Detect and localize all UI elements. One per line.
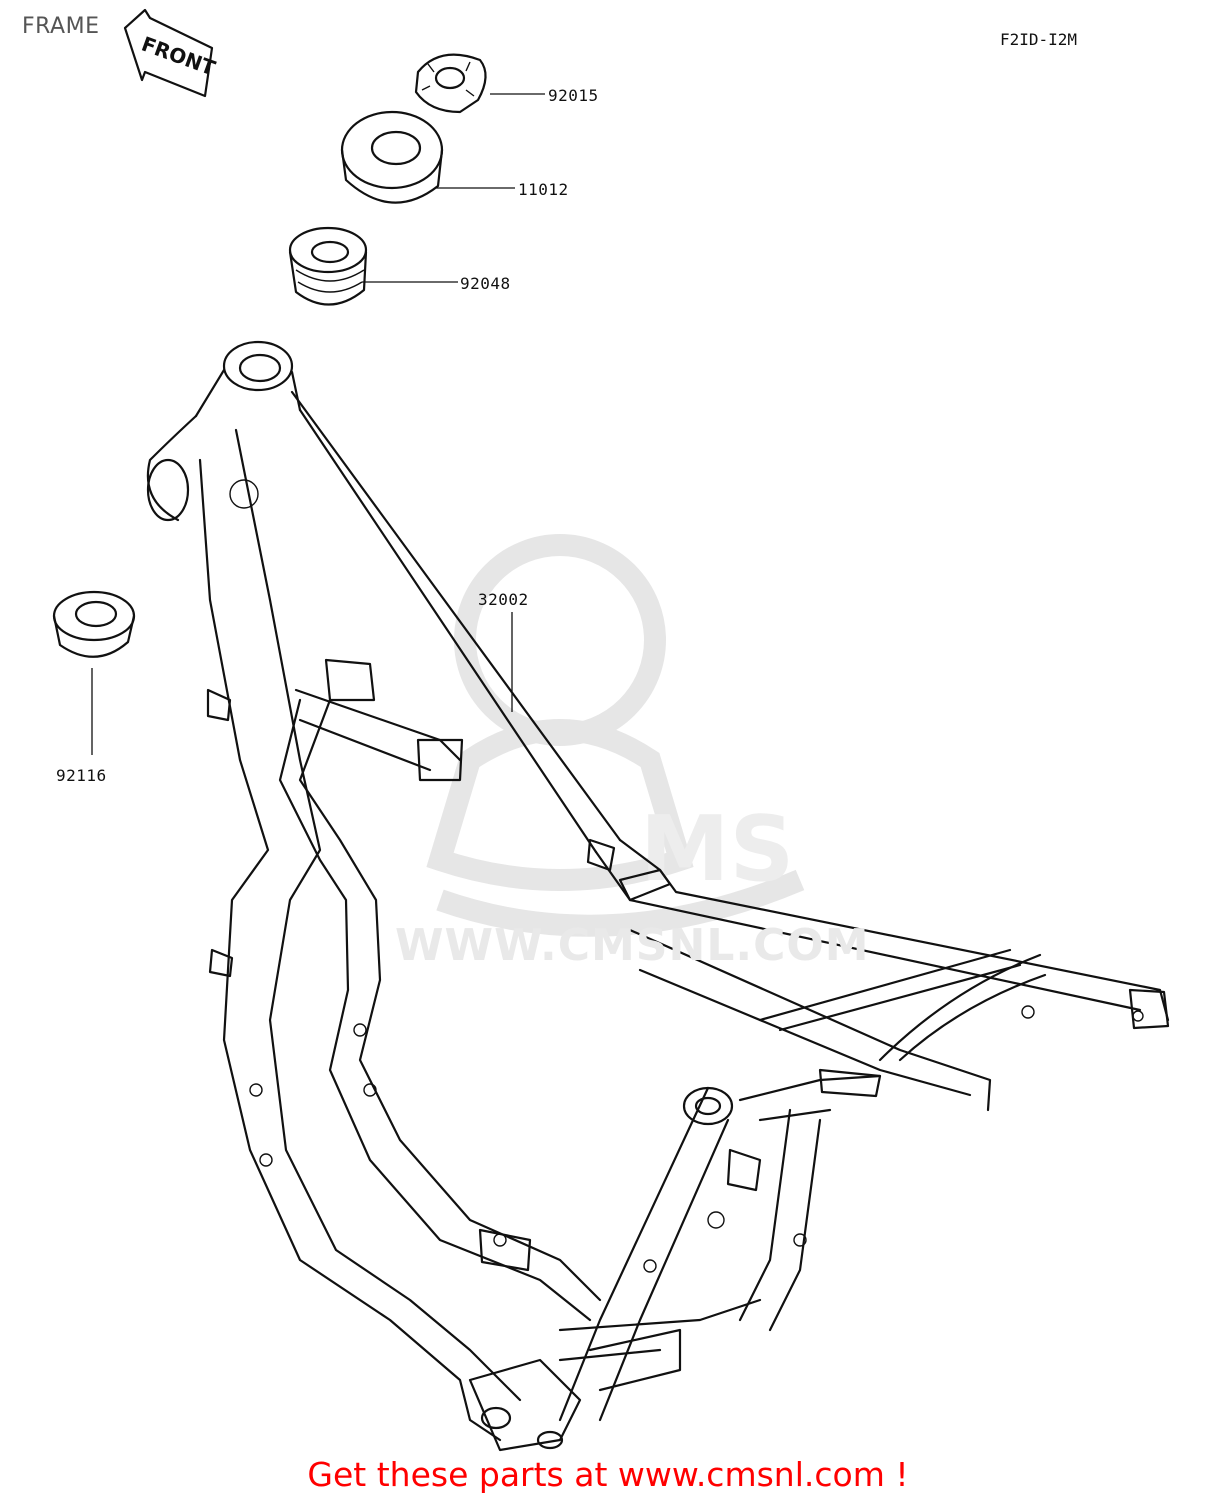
- page-title: FRAME: [22, 14, 100, 39]
- part-92116-bearing: [52, 590, 136, 658]
- part-92048-seal: [288, 226, 368, 306]
- svg-text:MS: MS: [640, 797, 794, 902]
- reference-code: F2ID-I2M: [1000, 30, 1078, 49]
- frame-32002-drawing: [146, 340, 1170, 1452]
- footer-cta-link[interactable]: Get these parts at www.cmsnl.com !: [307, 1455, 909, 1494]
- watermark-text: WWW.CMSNL.COM: [395, 920, 870, 971]
- part-label-32002[interactable]: 32002: [478, 590, 529, 609]
- part-label-92116[interactable]: 92116: [56, 766, 107, 785]
- part-label-92048[interactable]: 92048: [460, 274, 511, 293]
- part-11012-ring: [340, 110, 444, 204]
- front-arrow-icon: FRONT: [123, 8, 219, 98]
- part-label-11012[interactable]: 11012: [518, 180, 569, 199]
- part-92015-nut: [414, 53, 487, 114]
- part-label-92015[interactable]: 92015: [548, 86, 599, 105]
- watermark-logo: MS: [426, 534, 805, 937]
